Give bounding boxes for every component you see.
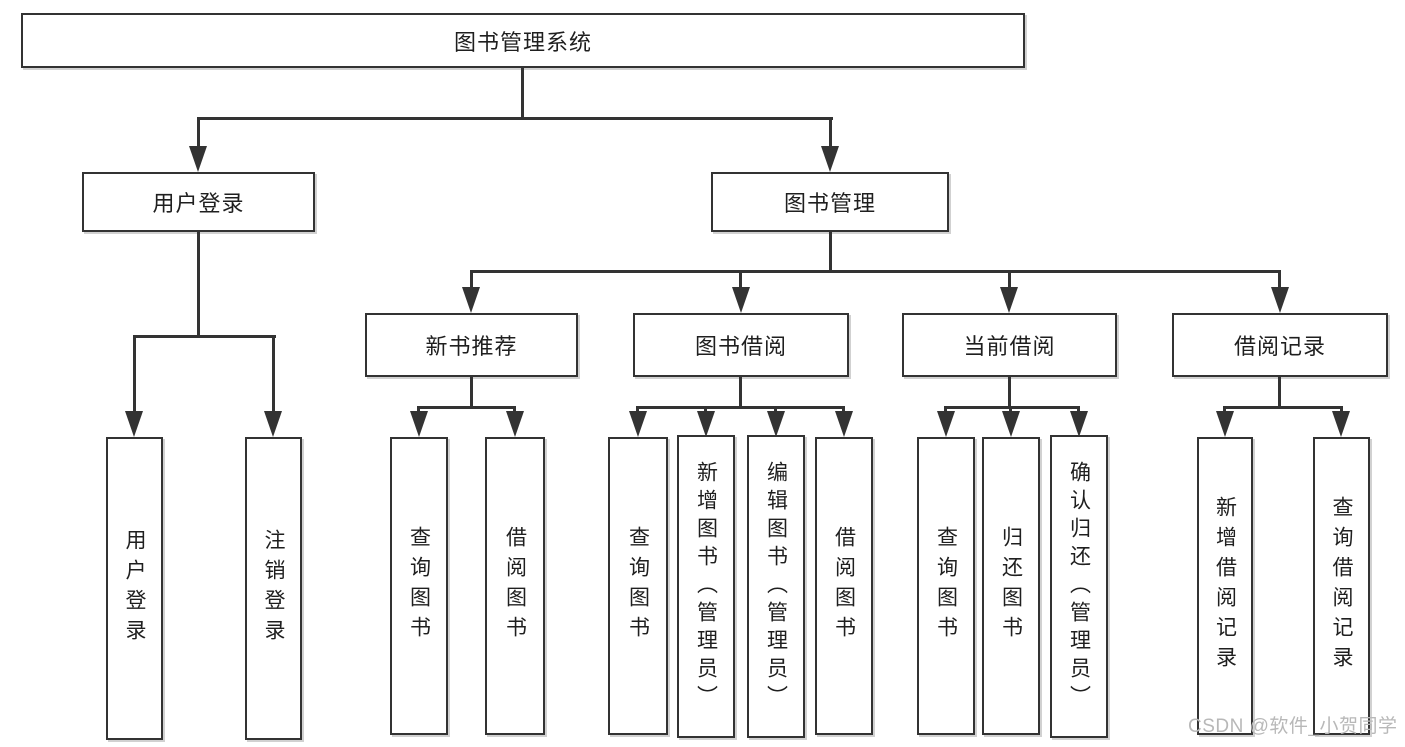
connector-arrow [767, 411, 785, 437]
leaf-borrow-books-borrowing: 借阅图书 [815, 437, 873, 735]
connector-line [774, 406, 777, 412]
connector-arrow [629, 411, 647, 437]
connector-arrow [821, 146, 839, 172]
node-new-book-recommendation-label: 新书推荐 [425, 334, 518, 359]
connector-line [470, 270, 473, 287]
connector-line [944, 406, 947, 412]
leaf-edit-book-admin: 编辑图书（管理员） [747, 435, 805, 738]
connector-line [739, 270, 742, 287]
connector-line [133, 335, 136, 411]
leaf-query-books-recommend: 查询图书 [390, 437, 448, 735]
connector-line [704, 406, 707, 412]
connector-line [1223, 406, 1226, 412]
leaf-add-book-admin-label: 新增图书（管理员） [694, 460, 718, 713]
node-book-borrowing-label: 图书借阅 [694, 334, 787, 359]
connector-line [636, 406, 639, 412]
connector-line [417, 406, 420, 412]
connector-line [197, 232, 200, 335]
connector-line [638, 406, 844, 409]
leaf-borrow-books-borrowing-label: 借阅图书 [832, 526, 856, 646]
connector-line [1077, 406, 1080, 412]
node-book-management: 图书管理 [711, 172, 949, 232]
watermark: CSDN @软件_小贺同学 [1188, 716, 1398, 737]
connector-line [272, 335, 275, 411]
node-current-borrowing: 当前借阅 [902, 313, 1117, 377]
node-book-borrowing: 图书借阅 [633, 313, 849, 377]
leaf-return-books: 归还图书 [982, 437, 1040, 735]
connector-line [1278, 270, 1281, 287]
leaf-query-borrow-record: 查询借阅记录 [1313, 437, 1370, 735]
connector-line [946, 406, 1080, 409]
leaf-logout-label: 注销登录 [262, 528, 286, 649]
connector-arrow [732, 287, 750, 313]
node-borrowing-records: 借阅记录 [1172, 313, 1388, 377]
node-book-management-label: 图书管理 [783, 191, 876, 216]
connector-line [739, 377, 742, 406]
leaf-return-books-label: 归还图书 [999, 526, 1023, 646]
connector-line [197, 117, 200, 148]
connector-line [470, 270, 1281, 273]
leaf-confirm-return-admin-label: 确认归还（管理员） [1067, 460, 1091, 713]
connector-line [829, 117, 832, 148]
node-root-label: 图书管理系统 [453, 29, 592, 55]
node-borrowing-records-label: 借阅记录 [1233, 334, 1326, 359]
connector-arrow [264, 411, 282, 437]
node-user-login-label: 用户登录 [152, 191, 245, 216]
connector-line [1340, 406, 1343, 412]
leaf-add-borrow-record-label: 新增借阅记录 [1213, 496, 1237, 676]
connector-arrow [835, 411, 853, 437]
connector-line [1008, 270, 1011, 287]
leaf-user-login: 用户登录 [106, 437, 163, 740]
connector-arrow [1271, 287, 1289, 313]
leaf-add-borrow-record: 新增借阅记录 [1197, 437, 1253, 735]
connector-arrow [937, 411, 955, 437]
connector-arrow [1216, 411, 1234, 437]
connector-arrow [462, 287, 480, 313]
leaf-borrow-books-recommend-label: 借阅图书 [503, 526, 527, 646]
connector-arrow [125, 411, 143, 437]
connector-arrow [1332, 411, 1350, 437]
leaf-confirm-return-admin: 确认归还（管理员） [1050, 435, 1108, 738]
connector-line [842, 406, 845, 412]
leaf-query-books-current-label: 查询图书 [934, 526, 958, 646]
leaf-query-borrow-record-label: 查询借阅记录 [1330, 496, 1354, 676]
connector-line [1009, 406, 1012, 412]
connector-arrow [506, 411, 524, 437]
connector-line [419, 406, 515, 409]
leaf-query-books-borrowing: 查询图书 [608, 437, 668, 735]
leaf-user-login-label: 用户登录 [123, 528, 147, 649]
leaf-logout: 注销登录 [245, 437, 302, 740]
connector-arrow [1000, 287, 1018, 313]
connector-line [133, 335, 276, 338]
connector-arrow [189, 146, 207, 172]
leaf-query-books-current: 查询图书 [917, 437, 975, 735]
node-root: 图书管理系统 [21, 13, 1025, 68]
leaf-query-books-borrowing-label: 查询图书 [626, 526, 650, 646]
connector-line [1225, 406, 1342, 409]
connector-line [1278, 377, 1281, 406]
connector-line [829, 232, 832, 270]
connector-line [197, 117, 833, 120]
connector-line [470, 377, 473, 406]
connector-arrow [697, 411, 715, 437]
connector-arrow [1070, 411, 1088, 437]
connector-line [513, 406, 516, 412]
connector-arrow [410, 411, 428, 437]
connector-arrow [1002, 411, 1020, 437]
leaf-query-books-recommend-label: 查询图书 [407, 526, 431, 646]
node-user-login: 用户登录 [82, 172, 315, 232]
connector-line [521, 68, 524, 117]
leaf-edit-book-admin-label: 编辑图书（管理员） [764, 460, 788, 713]
node-new-book-recommendation: 新书推荐 [365, 313, 578, 377]
node-current-borrowing-label: 当前借阅 [963, 334, 1056, 359]
leaf-borrow-books-recommend: 借阅图书 [485, 437, 545, 735]
connector-line [1008, 377, 1011, 406]
leaf-add-book-admin: 新增图书（管理员） [677, 435, 735, 738]
